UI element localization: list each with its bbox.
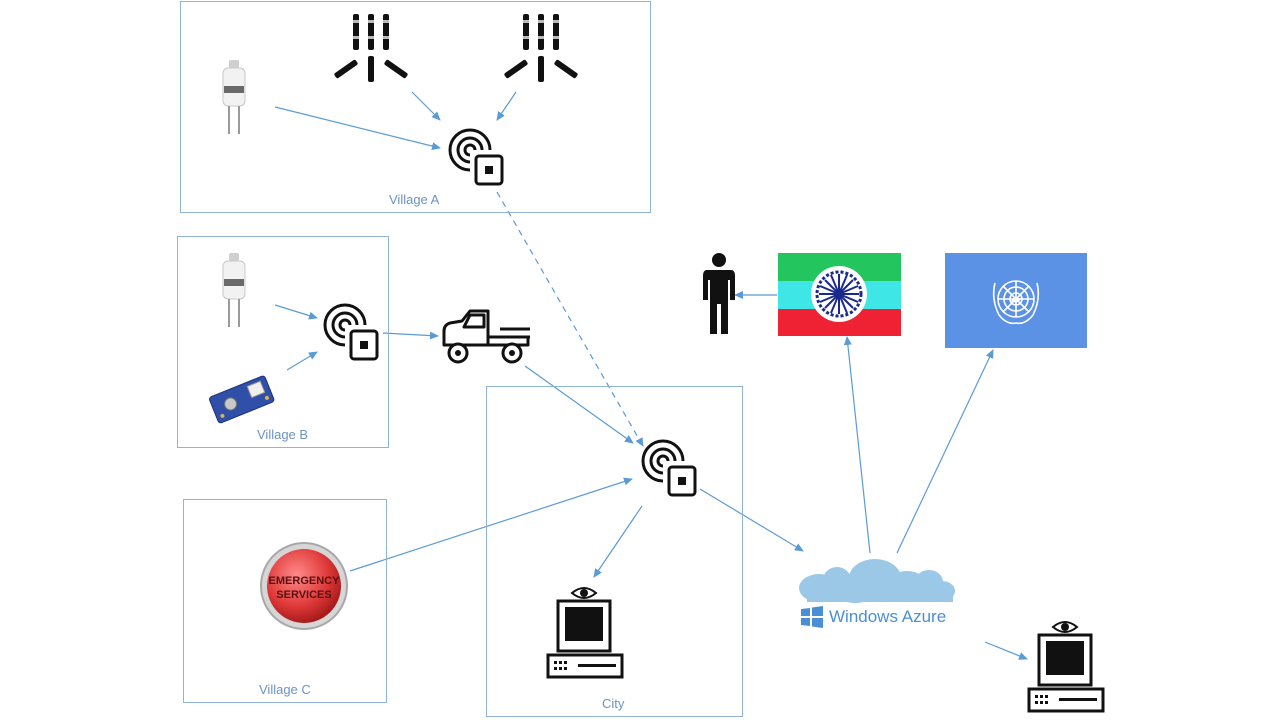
cloud-label: Windows Azure (829, 607, 947, 626)
arrow-truck-to-city (524, 365, 634, 444)
soil-sensor-b-icon (222, 253, 246, 327)
gateway-city-icon (641, 439, 697, 497)
gateway-b-icon (323, 303, 379, 361)
arrow-gateway-a-to-city (496, 191, 644, 447)
monitoring-terminal-icon (546, 587, 624, 679)
arrow-gateway-b-to-truck (382, 331, 439, 340)
region-label-village-c: Village C (259, 682, 311, 697)
arrow-probe1-to-gateway-a (411, 91, 441, 121)
emergency-button-line1: EMERGENCY (269, 575, 341, 587)
arrow-sensor-a-to-gateway-a (274, 106, 441, 150)
soil-sensor-icon (222, 60, 246, 134)
region-label-village-a: Village A (389, 192, 440, 207)
probe-cluster-2-icon (504, 14, 578, 82)
arrow-button-to-city (349, 477, 633, 572)
arrow-cloud-to-terminal2 (984, 641, 1028, 660)
arrow-city-to-terminal (593, 505, 643, 578)
arrow-board-to-gateway-b (286, 351, 318, 371)
remote-terminal-icon (1027, 621, 1105, 713)
region-city (486, 386, 743, 717)
region-village-b (177, 236, 389, 448)
un-flag-icon (945, 253, 1087, 348)
region-village-a (180, 1, 651, 213)
arrow-cloud-to-un (896, 349, 994, 554)
arrow-sensor-b-to-gateway-b (274, 304, 318, 320)
windows-logo-icon (801, 606, 823, 628)
truck-icon (442, 309, 530, 364)
region-label-city: City (602, 696, 625, 711)
regional-flag-icon (778, 253, 901, 336)
person-icon (703, 253, 735, 334)
emergency-button-line2: SERVICES (276, 589, 331, 601)
gateway-a-icon (448, 128, 504, 186)
cloud-icon (799, 559, 955, 603)
region-village-c (183, 499, 387, 703)
region-label-village-b: Village B (257, 427, 309, 442)
arrow-cloud-to-flag (843, 336, 871, 554)
arrow-city-to-cloud (699, 488, 804, 552)
emergency-services-button[interactable]: EMERGENCY SERVICES (259, 542, 349, 630)
probe-cluster-1-icon (334, 14, 408, 82)
arrow-probe2-to-gateway-a (496, 91, 517, 121)
sensor-board-icon (209, 375, 275, 424)
